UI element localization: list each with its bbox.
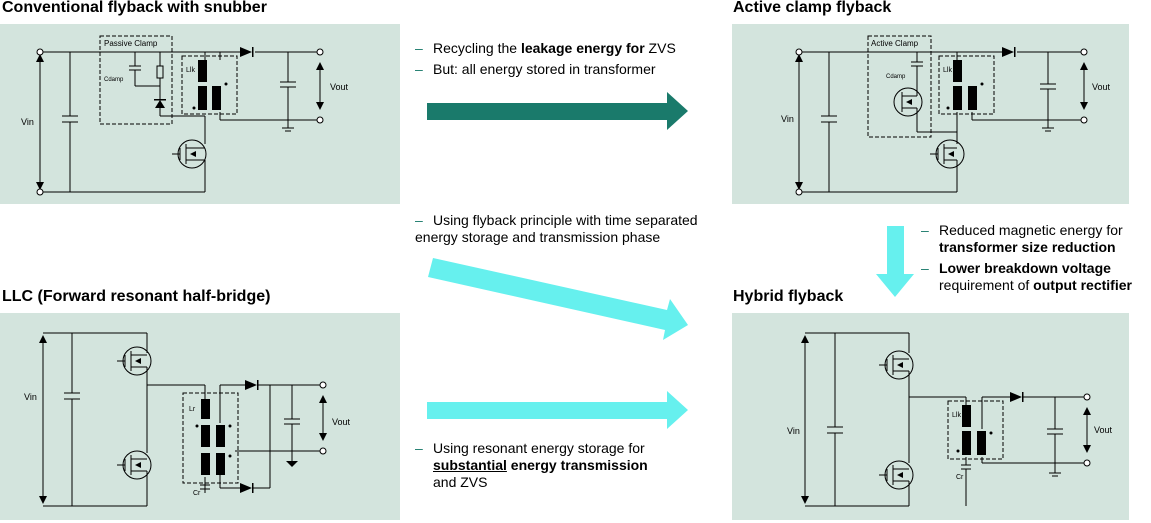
vin-label-4: Vin [787,426,800,436]
active-clamp-flyback-circuit: Active Clamp Cdamp Llk Vin Vout [732,24,1129,204]
note-middle-text-1: Using flyback principle with time separa… [433,212,698,228]
llc-schematic: Lr Cr Vin Vout [24,332,351,507]
llk-label: Llk [186,67,195,74]
note-right-text-2: transformer size reduction [939,239,1116,255]
note-top-text-2: But: all energy stored in transformer [433,61,656,77]
lr-label: Lr [189,406,196,413]
note-right-text-1: Reduced magnetic energy for [939,222,1123,238]
vout-label-2: Vout [1092,82,1111,92]
note-bottom-line3: and ZVS [415,474,648,491]
title-conventional-flyback: Conventional flyback with snubber [2,0,267,16]
note-top: – Recycling the leakage energy for ZVS –… [415,40,676,78]
note-middle-line2: energy storage and transmission phase [415,229,698,246]
note-right-line1: – Reduced magnetic energy for [921,222,1132,239]
note-right-line4: – requirement of output rectifier [921,277,1132,294]
vin-label-3: Vin [24,392,37,402]
note-top-line1: – Recycling the leakage energy for ZVS [415,40,676,57]
note-right-line3: – Lower breakdown voltage [921,260,1132,277]
note-dash: – [921,260,929,276]
arrow-conventional-to-active-clamp [427,92,688,130]
vin-label-2: Vin [781,114,794,124]
note-bottom-text-3: and ZVS [433,474,488,490]
note-bottom-text-1: Using resonant energy storage for [433,440,645,456]
cdamp-label: Cdamp [104,77,124,83]
note-bottom-text-2a: substantial [433,457,507,473]
note-dash: – [415,40,423,56]
note-right-text-4a: requirement of [939,277,1034,293]
note-middle-text-2: energy storage and transmission phase [415,229,661,245]
title-hybrid-flyback: Hybrid flyback [733,288,844,305]
vin-label: Vin [21,117,34,127]
note-right-text-4b: output rectifier [1033,277,1132,293]
note-bottom-line2: substantial energy transmission [415,457,648,474]
note-bottom: – Using resonant energy storage for subs… [415,440,648,491]
vout-label-3: Vout [332,417,351,427]
llk-label-3: Llk [952,412,961,419]
note-middle-line1: – Using flyback principle with time sepa… [415,212,698,229]
arrow-llc-to-hybrid [427,391,688,429]
note-top-line2: – But: all energy stored in transformer [415,61,676,78]
note-dash: – [415,61,423,77]
note-bottom-text-2b: energy transmission [506,457,648,473]
note-dash: – [921,222,929,238]
cr-label: Cr [193,490,201,497]
active-clamp-label: Active Clamp [871,39,919,48]
llc-circuit: Lr Cr Vin Vout [0,313,400,520]
note-bottom-line1: – Using resonant energy storage for [415,440,648,457]
conventional-flyback-schematic: Passive Clamp Cdamp Llk Vin Vout [21,35,349,196]
arrow-active-clamp-to-hybrid [876,226,914,297]
note-dash: – [415,212,423,228]
note-right-line2: – transformer size reduction [921,239,1132,256]
arrow-conventional-to-hybrid [428,258,688,340]
passive-clamp-label: Passive Clamp [104,39,158,48]
vout-label: Vout [330,82,349,92]
cdamp-label-2: Cdamp [886,74,906,80]
llk-label-2: Llk [943,67,952,74]
conventional-flyback-circuit: Passive Clamp Cdamp Llk Vin Vout [0,24,400,204]
title-active-clamp-flyback: Active clamp flyback [733,0,892,16]
active-clamp-flyback-schematic: Active Clamp Cdamp Llk Vin Vout [781,35,1111,196]
note-top-text-b: leakage energy for [520,40,645,56]
vout-label-4: Vout [1094,425,1113,435]
note-right-text-3: Lower breakdown voltage [939,260,1111,276]
title-llc: LLC (Forward resonant half-bridge) [2,288,271,305]
note-dash: – [415,440,423,456]
note-middle: – Using flyback principle with time sepa… [415,212,698,246]
note-top-text-c: ZVS [644,40,676,56]
hybrid-flyback-schematic: Llk Cr Vin Vout [787,332,1113,507]
note-top-text-a: Recycling the [433,40,521,56]
cr-label-2: Cr [956,474,964,481]
note-right: – Reduced magnetic energy for – transfor… [921,222,1132,294]
hybrid-flyback-circuit: Llk Cr Vin Vout [732,313,1129,520]
